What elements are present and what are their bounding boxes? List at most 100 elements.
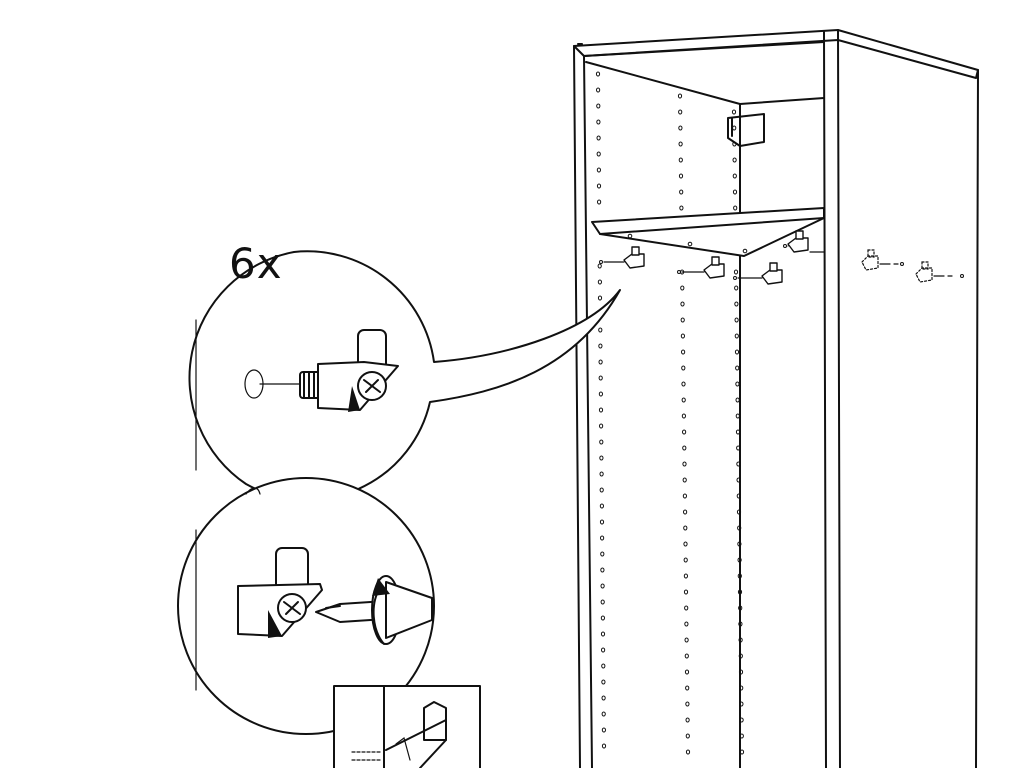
connector-icon <box>783 230 809 253</box>
connector-icon <box>599 246 645 269</box>
pin-hole <box>739 733 744 739</box>
pin-hole <box>601 743 607 749</box>
callout-tighten <box>177 477 435 735</box>
pin-hole <box>732 125 737 131</box>
pin-hole <box>733 269 739 275</box>
pin-hole <box>683 509 688 515</box>
pin-hole <box>733 205 738 211</box>
pin-hole <box>732 141 737 147</box>
pin-hole <box>600 551 605 557</box>
pin-hole <box>684 669 690 675</box>
pin-hole <box>600 615 606 621</box>
pin-hole <box>599 487 604 493</box>
pin-hole <box>601 663 606 669</box>
pin-hole <box>679 205 684 211</box>
pin-hole <box>678 141 683 147</box>
pin-hole <box>683 525 688 531</box>
pin-hole <box>598 375 603 381</box>
pin-hole <box>738 605 743 611</box>
pin-hole <box>682 461 687 467</box>
pin-hole <box>678 109 683 115</box>
pin-hole <box>734 301 739 307</box>
cabinet-right-panel <box>823 29 841 768</box>
pin-hole <box>598 343 603 349</box>
pin-hole <box>683 573 689 579</box>
pin-hole <box>596 183 602 189</box>
pin-hole <box>734 333 739 339</box>
pin-hole <box>681 349 686 355</box>
pin-hole <box>737 589 743 595</box>
shelf-pin-holes <box>595 71 745 755</box>
pin-hole <box>600 583 605 589</box>
pin-hole <box>684 637 689 643</box>
pin-hole <box>681 397 686 403</box>
pin-hole <box>596 119 601 125</box>
pin-hole <box>739 701 744 707</box>
pin-hole <box>734 349 740 355</box>
pin-hole <box>680 301 685 307</box>
pin-hole <box>682 445 687 451</box>
pin-hole <box>738 653 743 659</box>
pin-hole <box>599 439 604 445</box>
pin-hole <box>736 445 741 451</box>
pin-hole <box>596 151 601 157</box>
top-bracket-icon <box>727 113 765 147</box>
pin-hole <box>599 503 605 509</box>
pin-hole <box>680 317 685 323</box>
pin-hole <box>738 669 744 675</box>
pin-hole <box>601 711 606 717</box>
pin-hole <box>596 135 601 141</box>
pin-hole <box>678 125 683 131</box>
pin-hole <box>598 359 603 365</box>
pin-hole <box>677 93 683 99</box>
quantity-label: 6x <box>229 239 283 288</box>
pin-hole <box>599 455 604 461</box>
pin-hole <box>597 295 603 301</box>
pin-hole <box>738 621 743 627</box>
pin-hole <box>599 471 604 477</box>
pin-hole <box>683 541 688 547</box>
pin-hole <box>737 525 742 531</box>
pin-hole <box>738 637 743 643</box>
pin-hole <box>681 365 686 371</box>
pin-hole <box>679 189 684 195</box>
pin-hole <box>736 477 741 483</box>
pin-hole <box>681 381 686 387</box>
pin-hole <box>599 423 604 429</box>
pin-hole <box>737 573 742 579</box>
pin-hole <box>682 477 687 483</box>
pin-hole <box>595 71 601 77</box>
shelf-icon <box>591 207 825 257</box>
connector-icon <box>915 261 964 283</box>
pin-hole <box>680 333 686 339</box>
pin-hole <box>685 717 690 723</box>
cam-lock-connector-icon <box>317 329 399 412</box>
pin-hole <box>735 381 740 387</box>
pin-hole <box>685 749 691 755</box>
pin-hole <box>596 87 601 93</box>
pin-hole <box>601 727 607 733</box>
pin-hole <box>598 407 604 413</box>
pin-hole <box>739 717 744 723</box>
pin-hole <box>597 263 602 269</box>
pin-hole <box>678 173 684 179</box>
cabinet-connectors <box>599 230 825 285</box>
pin-hole <box>736 493 741 499</box>
rotate-clockwise-icon <box>372 578 390 645</box>
dowel-icon <box>299 371 321 399</box>
pin-hole <box>734 317 739 323</box>
cabinet-frame <box>573 29 979 768</box>
pin-hole <box>732 189 738 195</box>
pin-hole <box>736 461 741 467</box>
pin-hole <box>739 685 744 691</box>
pin-hole <box>598 327 603 333</box>
callout-zoom-connector <box>188 250 621 501</box>
pin-hole <box>600 631 606 637</box>
pin-hole <box>601 647 606 653</box>
connector-icon <box>677 256 725 279</box>
pin-hole <box>736 509 742 515</box>
pin-hole <box>685 701 690 707</box>
inset-detail-box <box>333 685 481 768</box>
pin-hole <box>599 519 605 525</box>
pin-hole <box>600 599 605 605</box>
